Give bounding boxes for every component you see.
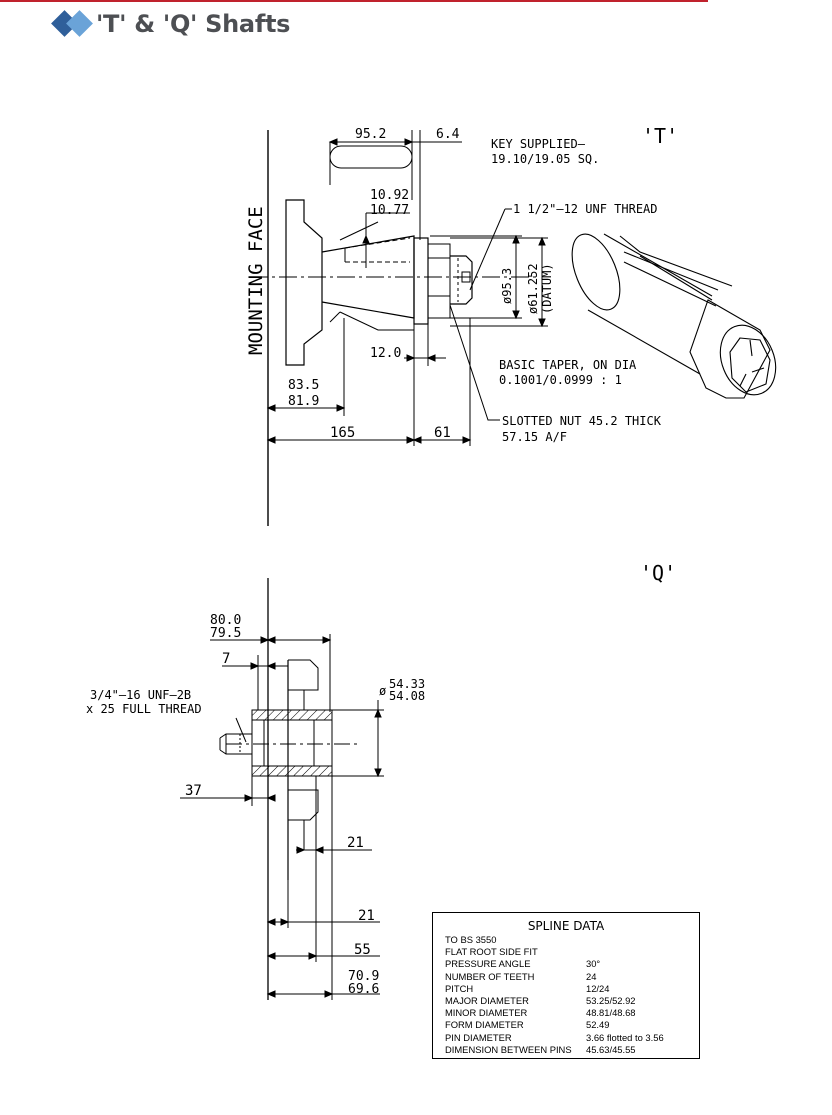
dia-61-252: ø61.252 bbox=[526, 263, 540, 314]
t-view-label: 'T' bbox=[642, 124, 678, 148]
spline-data-table: SPLINE DATA TO BS 3550 FLAT ROOT SIDE FI… bbox=[432, 912, 700, 1059]
slotted-nut-note-line-2: 57.15 A/F bbox=[502, 430, 567, 444]
dim-6-4: 6.4 bbox=[436, 127, 460, 142]
dim-95-2: 95.2 bbox=[355, 127, 386, 142]
dim-79-5: 79.5 bbox=[210, 626, 241, 641]
shaft-isometric-sketch bbox=[571, 233, 777, 399]
spline-data-rows: TO BS 3550 FLAT ROOT SIDE FIT PRESSURE A… bbox=[445, 934, 664, 1056]
spline-row: FLAT ROOT SIDE FIT bbox=[445, 946, 538, 958]
dia-95-3: ø95.3 bbox=[500, 268, 514, 304]
dim-10-77: 10.77 bbox=[370, 203, 409, 218]
q-thread-note-line-1: 3/4"–16 UNF–2B bbox=[90, 688, 191, 702]
mounting-face-label: MOUNTING FACE bbox=[245, 206, 267, 355]
dim-83-5: 83.5 bbox=[288, 378, 319, 393]
dia-54-08: 54.08 bbox=[389, 689, 425, 703]
key-note-line-2: 19.10/19.05 SQ. bbox=[491, 152, 599, 166]
slotted-nut-note-line-1: SLOTTED NUT 45.2 THICK bbox=[502, 414, 662, 428]
dim-70-9: 70.9 bbox=[348, 969, 379, 984]
dim-10-92: 10.92 bbox=[370, 188, 409, 203]
dim-21-lower: 21 bbox=[358, 908, 375, 924]
datum-label: (DATUM) bbox=[540, 263, 554, 314]
dim-165: 165 bbox=[330, 425, 355, 441]
page-header: 'T' & 'Q' Shafts bbox=[50, 6, 290, 42]
page-title: 'T' & 'Q' Shafts bbox=[96, 10, 291, 38]
spline-row: TO BS 3550 bbox=[445, 934, 497, 945]
dim-7: 7 bbox=[222, 651, 230, 667]
dim-37: 37 bbox=[185, 783, 202, 799]
dim-69-6: 69.6 bbox=[348, 982, 379, 997]
dia-symbol: ø bbox=[379, 684, 386, 698]
q-thread-note-line-2: x 25 FULL THREAD bbox=[86, 702, 202, 716]
header-rule bbox=[0, 0, 708, 2]
dim-81-9: 81.9 bbox=[288, 394, 319, 409]
dim-21-upper: 21 bbox=[347, 835, 364, 851]
dim-80-0: 80.0 bbox=[210, 613, 241, 628]
dim-12-0: 12.0 bbox=[370, 346, 401, 361]
taper-note-line-2: 0.1001/0.0999 : 1 bbox=[499, 373, 622, 387]
dia-54-33: 54.33 bbox=[389, 677, 425, 691]
key-note-line-1: KEY SUPPLIED– bbox=[491, 137, 586, 151]
dim-61: 61 bbox=[434, 425, 451, 441]
spline-data-title: SPLINE DATA bbox=[527, 919, 605, 933]
thread-note: 1 1/2"–12 UNF THREAD bbox=[513, 202, 658, 216]
taper-note-line-1: BASIC TAPER, ON DIA bbox=[499, 358, 637, 372]
dim-55: 55 bbox=[354, 942, 371, 958]
q-view-label: 'Q' bbox=[640, 561, 676, 585]
